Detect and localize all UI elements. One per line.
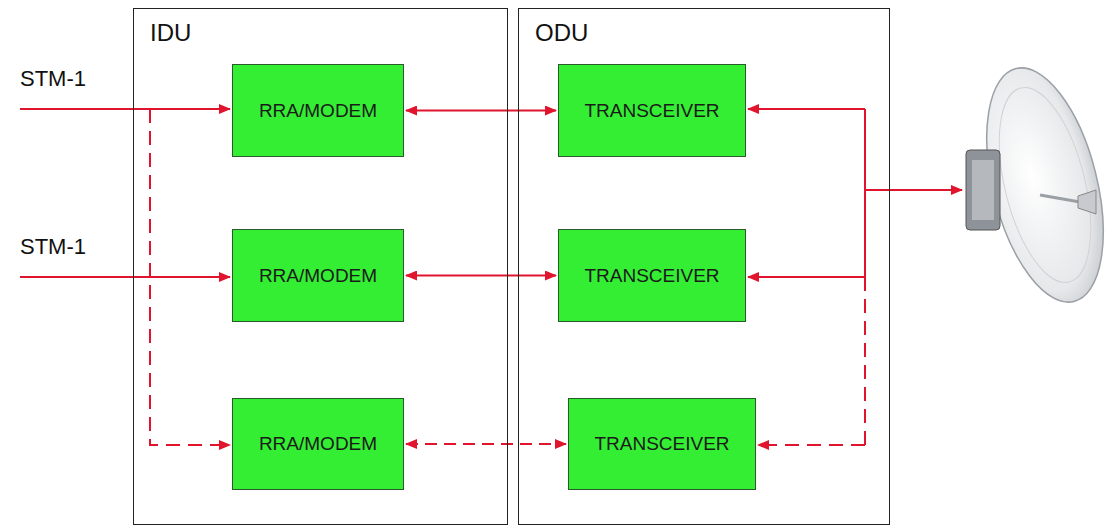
signal-name: STM-1 [20, 234, 86, 260]
idu-enclosure: IDU RRA/MODEM RRA/MODEM RRA/MODEM [133, 8, 508, 525]
transceiver-box: TRANSCEIVER [568, 398, 756, 490]
stm1-input-line [20, 276, 230, 278]
link-connector [406, 275, 556, 277]
antenna-feed [748, 108, 865, 110]
antenna-feed [748, 276, 865, 278]
modem-box: RRA/MODEM [232, 398, 404, 490]
modem-box: RRA/MODEM [232, 229, 404, 322]
modem-box: RRA/MODEM [232, 64, 404, 157]
box-label: TRANSCEIVER [594, 433, 729, 455]
box-label: RRA/MODEM [259, 100, 377, 122]
box-label: RRA/MODEM [259, 265, 377, 287]
box-label: TRANSCEIVER [584, 100, 719, 122]
box-label: TRANSCEIVER [584, 265, 719, 287]
antenna-feed [865, 189, 962, 191]
box-label: RRA/MODEM [259, 433, 377, 455]
link-connector [406, 443, 566, 445]
signal-name: STM-1 [20, 66, 86, 92]
transceiver-box: TRANSCEIVER [558, 64, 746, 157]
antenna-feed [758, 444, 865, 446]
transceiver-box: TRANSCEIVER [558, 229, 746, 322]
protection-line [150, 109, 230, 445]
unit-title: ODU [535, 19, 588, 47]
dish-antenna [966, 56, 1107, 314]
antenna-bus [864, 277, 866, 445]
unit-title: IDU [150, 19, 191, 47]
stm1-input-line [20, 108, 230, 110]
odu-enclosure: ODU TRANSCEIVER TRANSCEIVER TRANSCEIVER [518, 8, 890, 525]
antenna-bus [864, 109, 866, 277]
link-connector [406, 110, 556, 112]
